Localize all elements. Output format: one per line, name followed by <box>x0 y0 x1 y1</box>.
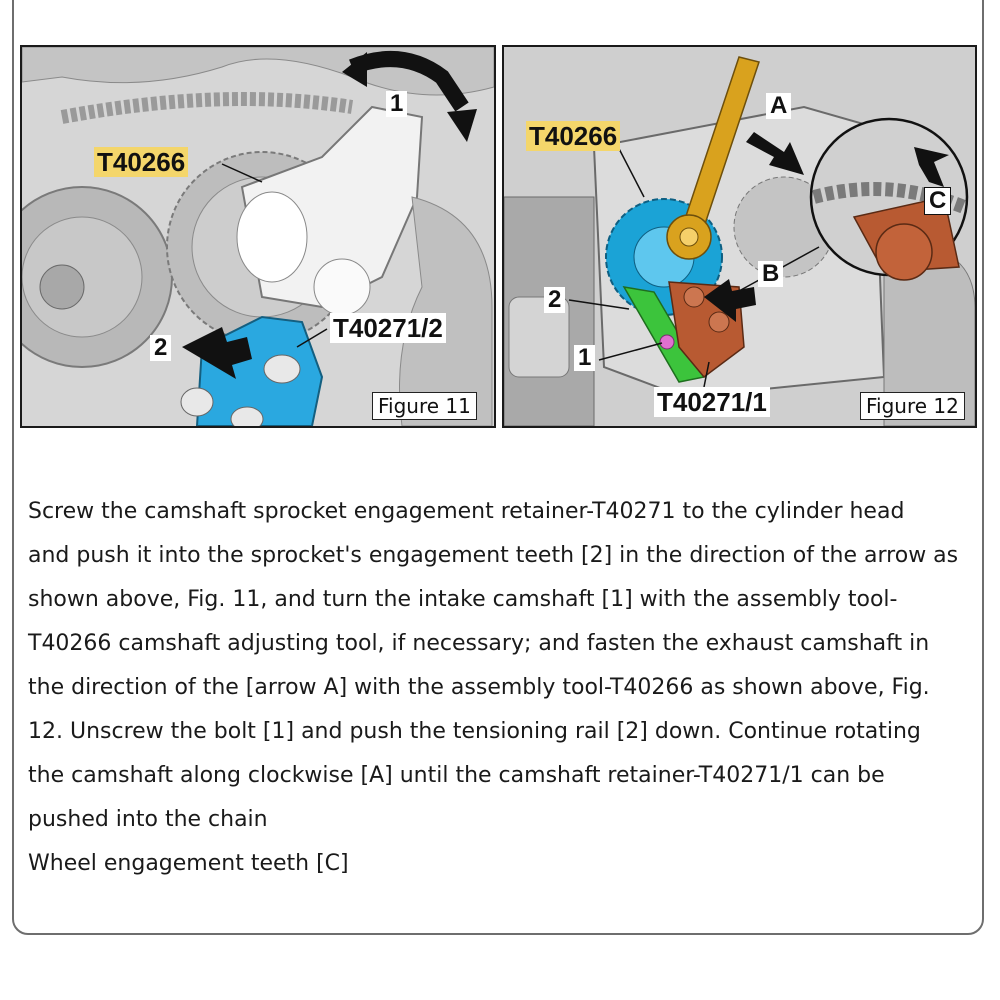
marker-b: B <box>758 260 784 288</box>
instruction-line: T40266 camshaft adjusting tool, if neces… <box>28 631 930 656</box>
instruction-line: and push it into the sprocket's engageme… <box>28 543 959 568</box>
instruction-line: shown above, Fig. 11, and turn the intak… <box>28 587 898 612</box>
instruction-text: Screw the camshaft sprocket engagement r… <box>28 490 973 886</box>
instruction-line: 12. Unscrew the bolt [1] and push the te… <box>28 719 921 744</box>
engine-drawing-fig11 <box>22 47 494 426</box>
marker-2: 2 <box>544 286 566 314</box>
figure-11-caption: Figure 11 <box>372 392 477 420</box>
marker-c: C <box>924 187 952 216</box>
figure-11-illustration: T40266 T40271/2 1 2 Figure 11 <box>20 45 496 428</box>
marker-a: A <box>766 92 792 120</box>
retainer-label-t40271-2: T40271/2 <box>330 313 446 343</box>
tool-label-t40266: T40266 <box>526 121 621 151</box>
marker-1: 1 <box>574 344 596 372</box>
instruction-line: Screw the camshaft sprocket engagement r… <box>28 499 905 524</box>
engine-drawing-fig12 <box>504 47 975 426</box>
marker-2: 2 <box>150 334 172 362</box>
figure-12-illustration: T40266 T40271/1 A B C 2 1 Figure 12 <box>502 45 977 428</box>
marker-1: 1 <box>386 90 408 118</box>
tool-label-t40266: T40266 <box>94 147 189 177</box>
instruction-line: the camshaft along clockwise [A] until t… <box>28 763 885 788</box>
instruction-line: Wheel engagement teeth [C] <box>28 851 349 876</box>
figure-12-caption: Figure 12 <box>860 392 965 420</box>
retainer-label-t40271-1: T40271/1 <box>654 387 770 417</box>
instruction-line: pushed into the chain <box>28 807 268 832</box>
instruction-line: the direction of the [arrow A] with the … <box>28 675 930 700</box>
